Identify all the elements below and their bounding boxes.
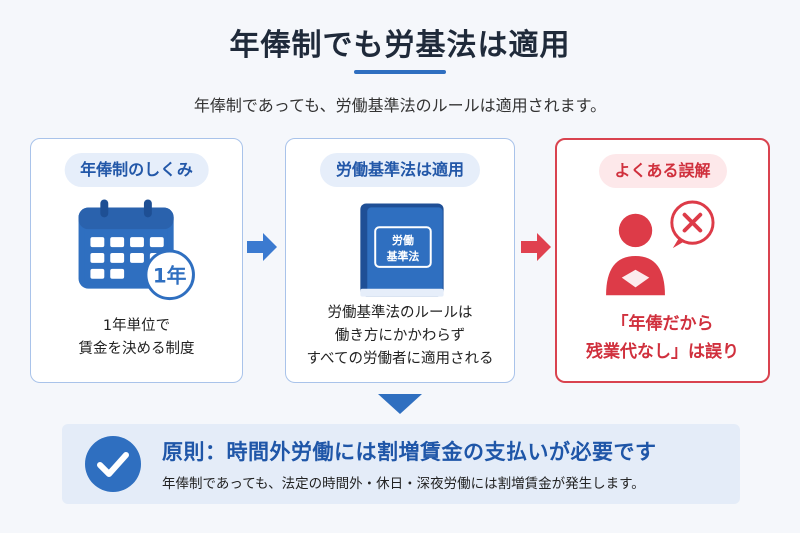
card-description: 「年俸だから 残業代なし」は誤り xyxy=(557,310,768,366)
card-label: 労働基準法は適用 xyxy=(319,153,481,187)
law-book-icon: 労働 基準法 xyxy=(360,203,444,297)
principle-description: 年俸制であっても、法定の時間外・休日・深夜労働には割増賃金が発生します。 xyxy=(162,476,645,492)
card-description: 労働基準法のルールは 働き方にかかわらず すべての労働者に適用される xyxy=(286,302,514,371)
card-line: 働き方にかかわらず xyxy=(334,328,466,344)
card-common-misconception: よくある誤解 「年俸だから 残業代なし」は誤り xyxy=(555,138,770,383)
book-title-line: 基準法 xyxy=(386,249,420,263)
calendar-icon: 1年 xyxy=(78,199,195,301)
card-labor-standards-law: 労働基準法は適用 労働 基準法 労働基準法のルールは 働き方にかかわらず すべて… xyxy=(285,138,515,383)
person-with-x-bubble-icon xyxy=(606,200,715,296)
card-annual-salary-system: 年俸制のしくみ 1年 1年単位で 賃金を決める制度 xyxy=(30,138,243,383)
principle-title: 原則：時間外労働には割増賃金の支払いが必要です xyxy=(162,440,657,464)
card-description: 1年単位で 賃金を決める制度 xyxy=(31,315,242,361)
card-label: よくある誤解 xyxy=(598,154,727,188)
card-line: 「年俸だから xyxy=(611,314,714,334)
book-title-line: 労働 xyxy=(392,233,414,247)
right-arrow-icon xyxy=(247,233,277,261)
title-underline xyxy=(354,70,446,74)
card-line: 1年単位で xyxy=(102,318,171,334)
card-line: 残業代なし」は誤り xyxy=(586,342,739,362)
card-line: 賃金を決める制度 xyxy=(78,341,195,357)
page-subtitle: 年俸制であっても、労働基準法のルールは適用されます。 xyxy=(193,96,607,115)
down-arrow-icon xyxy=(378,394,422,414)
check-icon xyxy=(85,436,141,492)
card-line: 労働基準法のルールは xyxy=(327,305,473,321)
card-line: すべての労働者に適用される xyxy=(306,351,494,367)
card-label: 年俸制のしくみ xyxy=(64,153,209,187)
right-arrow-icon xyxy=(521,233,551,261)
principle-box: 原則：時間外労働には割増賃金の支払いが必要です 年俸制であっても、法定の時間外・… xyxy=(62,424,740,504)
calendar-badge: 1年 xyxy=(153,265,187,288)
page-title: 年俸制でも労基法は適用 xyxy=(229,28,571,63)
